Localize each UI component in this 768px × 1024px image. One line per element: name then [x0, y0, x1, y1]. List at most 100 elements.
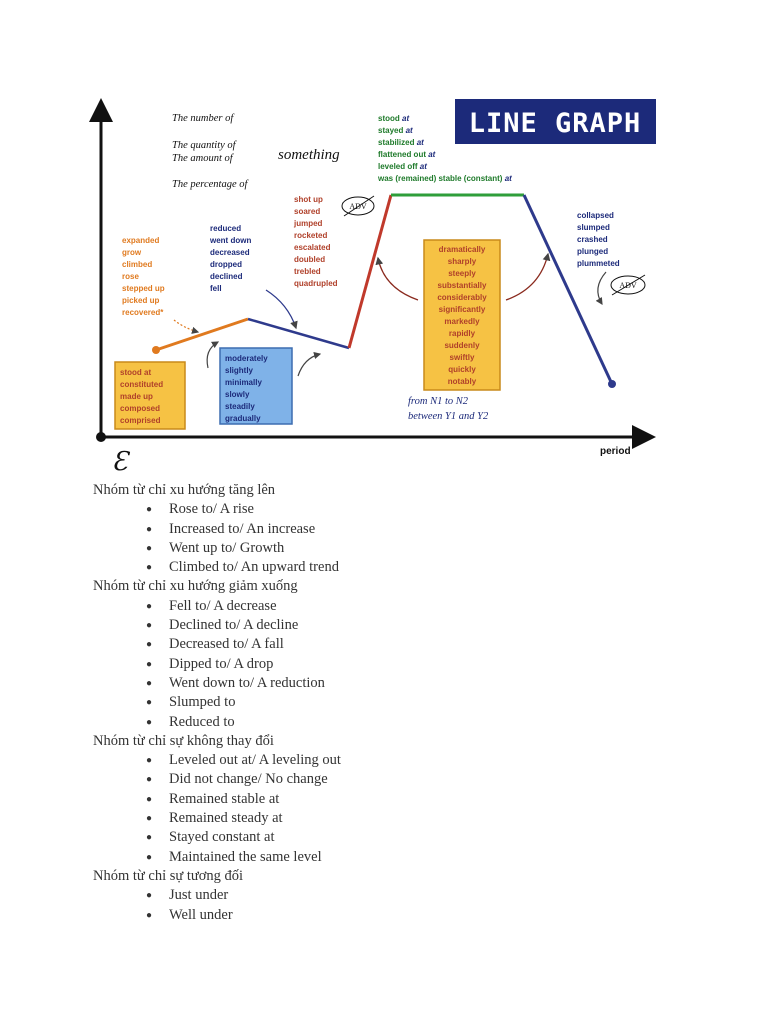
start-word: constituted: [120, 380, 163, 389]
sharp-down-word: plunged: [577, 247, 608, 256]
start-word: made up: [120, 392, 153, 401]
list-item: Maintained the same level: [146, 848, 653, 868]
list-item: Rose to/ A rise: [146, 500, 653, 520]
up-word: climbed: [122, 260, 152, 269]
slight-adverb: slowly: [225, 390, 250, 399]
stable-word: stabilized at: [378, 138, 424, 147]
down-word: declined: [210, 272, 243, 281]
bullet-list: Rose to/ A rise Increased to/ An increas…: [93, 500, 653, 577]
down-word: dropped: [210, 260, 242, 269]
list-item: Remained steady at: [146, 809, 653, 829]
list-item: Went down to/ A reduction: [146, 674, 653, 694]
sharp-up-word: soared: [294, 207, 320, 216]
something-label: something: [278, 147, 340, 163]
list-item: Well under: [146, 906, 653, 926]
sharp-adverb: dramatically: [439, 245, 486, 254]
slight-adverbs-box: moderately slightly minimally slowly ste…: [219, 347, 293, 425]
stable-word: was (remained) stable (constant) at: [377, 174, 512, 183]
signature-mark: Ɛ: [112, 447, 131, 477]
sharp-up-word: shot up: [294, 195, 323, 204]
slight-adverb: moderately: [225, 354, 268, 363]
down-word: reduced: [210, 224, 241, 233]
up-word: grow: [122, 248, 142, 257]
list-item: Just under: [146, 886, 653, 906]
sharp-adverb: swiftly: [450, 353, 475, 362]
y-labels: The number of The quantity of The amount…: [172, 113, 250, 190]
stable-word: leveled off at: [378, 162, 427, 171]
down-word: decreased: [210, 248, 250, 257]
slight-adverb: steadily: [225, 402, 255, 411]
sharp-up-words: shot up soared jumped rocketed escalated…: [293, 195, 338, 288]
start-word: comprised: [120, 416, 161, 425]
up-word: picked up: [122, 296, 159, 305]
list-item: Stayed constant at: [146, 828, 653, 848]
section-title: Nhóm từ chỉ xu hướng tăng lên: [93, 482, 276, 498]
logo-text: LINE GRAPH: [469, 108, 642, 139]
down-word: went down: [209, 236, 251, 245]
bullet-list: Just under Well under: [93, 886, 653, 925]
line-graph-logo: LINE GRAPH: [455, 99, 656, 144]
sharp-adverb: steeply: [448, 269, 476, 278]
adv-crossed-lower: ADV: [610, 274, 646, 296]
down-words: reduced went down decreased dropped decl…: [209, 224, 251, 293]
adv-crossed-upper: ADV: [341, 195, 375, 217]
list-item: Went up to/ Growth: [146, 539, 653, 559]
list-item: Reduced to: [146, 713, 653, 733]
origin-dot: [96, 432, 106, 442]
sharp-adverbs-box: dramatically sharply steeply substantial…: [423, 239, 501, 391]
up-word: expanded: [122, 236, 159, 245]
sharp-up-word: escalated: [294, 243, 331, 252]
sharp-adverb: notably: [448, 377, 477, 386]
sharp-adverb: significantly: [439, 305, 486, 314]
y-label: The amount of: [172, 153, 235, 164]
up-word: recovered*: [122, 308, 164, 317]
sharp-down-word: plummeted: [577, 259, 620, 268]
slight-adverb: gradually: [225, 414, 261, 423]
sharp-up-word: doubled: [294, 255, 325, 264]
sharp-up-word: quadrupled: [294, 279, 338, 288]
sharp-up-word: rocketed: [294, 231, 327, 240]
sharp-adverb: quickly: [448, 365, 476, 374]
list-item: Did not change/ No change: [146, 770, 653, 790]
list-item: Increased to/ An increase: [146, 520, 653, 540]
list-item: Remained stable at: [146, 790, 653, 810]
start-word: stood at: [120, 368, 151, 377]
stable-words: stood at stayed at stabilized at flatten…: [377, 114, 512, 183]
section-title: Nhóm từ chỉ sự không thay đổi: [93, 732, 274, 749]
slight-adverb: minimally: [225, 378, 262, 387]
line-graph-figure: LINE GRAPH The number of The quantity of…: [88, 92, 668, 477]
sharp-adverb: considerably: [437, 293, 487, 302]
sharp-down-word: slumped: [577, 223, 610, 232]
vocabulary-lists: Nhóm từ chỉ xu hướng tăng lên Rose to/ A…: [93, 481, 653, 925]
list-item: Fell to/ A decrease: [146, 597, 653, 617]
sharp-adverb: substantially: [438, 281, 487, 290]
stable-word: stayed at: [378, 126, 413, 135]
from-to-label: from N1 to N2: [408, 396, 469, 407]
sharp-adverb: suddenly: [444, 341, 480, 350]
sharp-up-word: jumped: [293, 219, 323, 228]
bullet-list: Fell to/ A decrease Declined to/ A decli…: [93, 597, 653, 732]
stable-word: flattened out at: [378, 150, 436, 159]
sharp-down-word: collapsed: [577, 211, 614, 220]
list-item: Declined to/ A decline: [146, 616, 653, 636]
sharp-adverb: markedly: [444, 317, 480, 326]
sharp-adverb: rapidly: [449, 329, 476, 338]
list-item: Decreased to/ A fall: [146, 635, 653, 655]
stable-word: stood at: [378, 114, 409, 123]
start-word: composed: [120, 404, 160, 413]
up-word: rose: [122, 272, 139, 281]
slight-adverb: slightly: [225, 366, 254, 375]
sharp-up-word: trebled: [294, 267, 321, 276]
between-label: between Y1 and Y2: [408, 411, 489, 422]
sharp-down-word: crashed: [577, 235, 608, 244]
y-label: The percentage of: [172, 179, 250, 190]
up-words: expanded grow climbed rose stepped up pi…: [122, 236, 165, 317]
section-title: Nhóm từ chỉ sự tương đối: [93, 867, 244, 884]
bullet-list: Leveled out at/ A leveling out Did not c…: [93, 751, 653, 867]
start-words-box: stood at constituted made up composed co…: [114, 361, 186, 430]
section-title: Nhóm từ chỉ xu hướng giảm xuống: [93, 578, 298, 595]
up-word: stepped up: [122, 284, 165, 293]
y-label: The quantity of: [172, 140, 238, 151]
list-item: Slumped to: [146, 693, 653, 713]
sharp-adverb: sharply: [448, 257, 477, 266]
